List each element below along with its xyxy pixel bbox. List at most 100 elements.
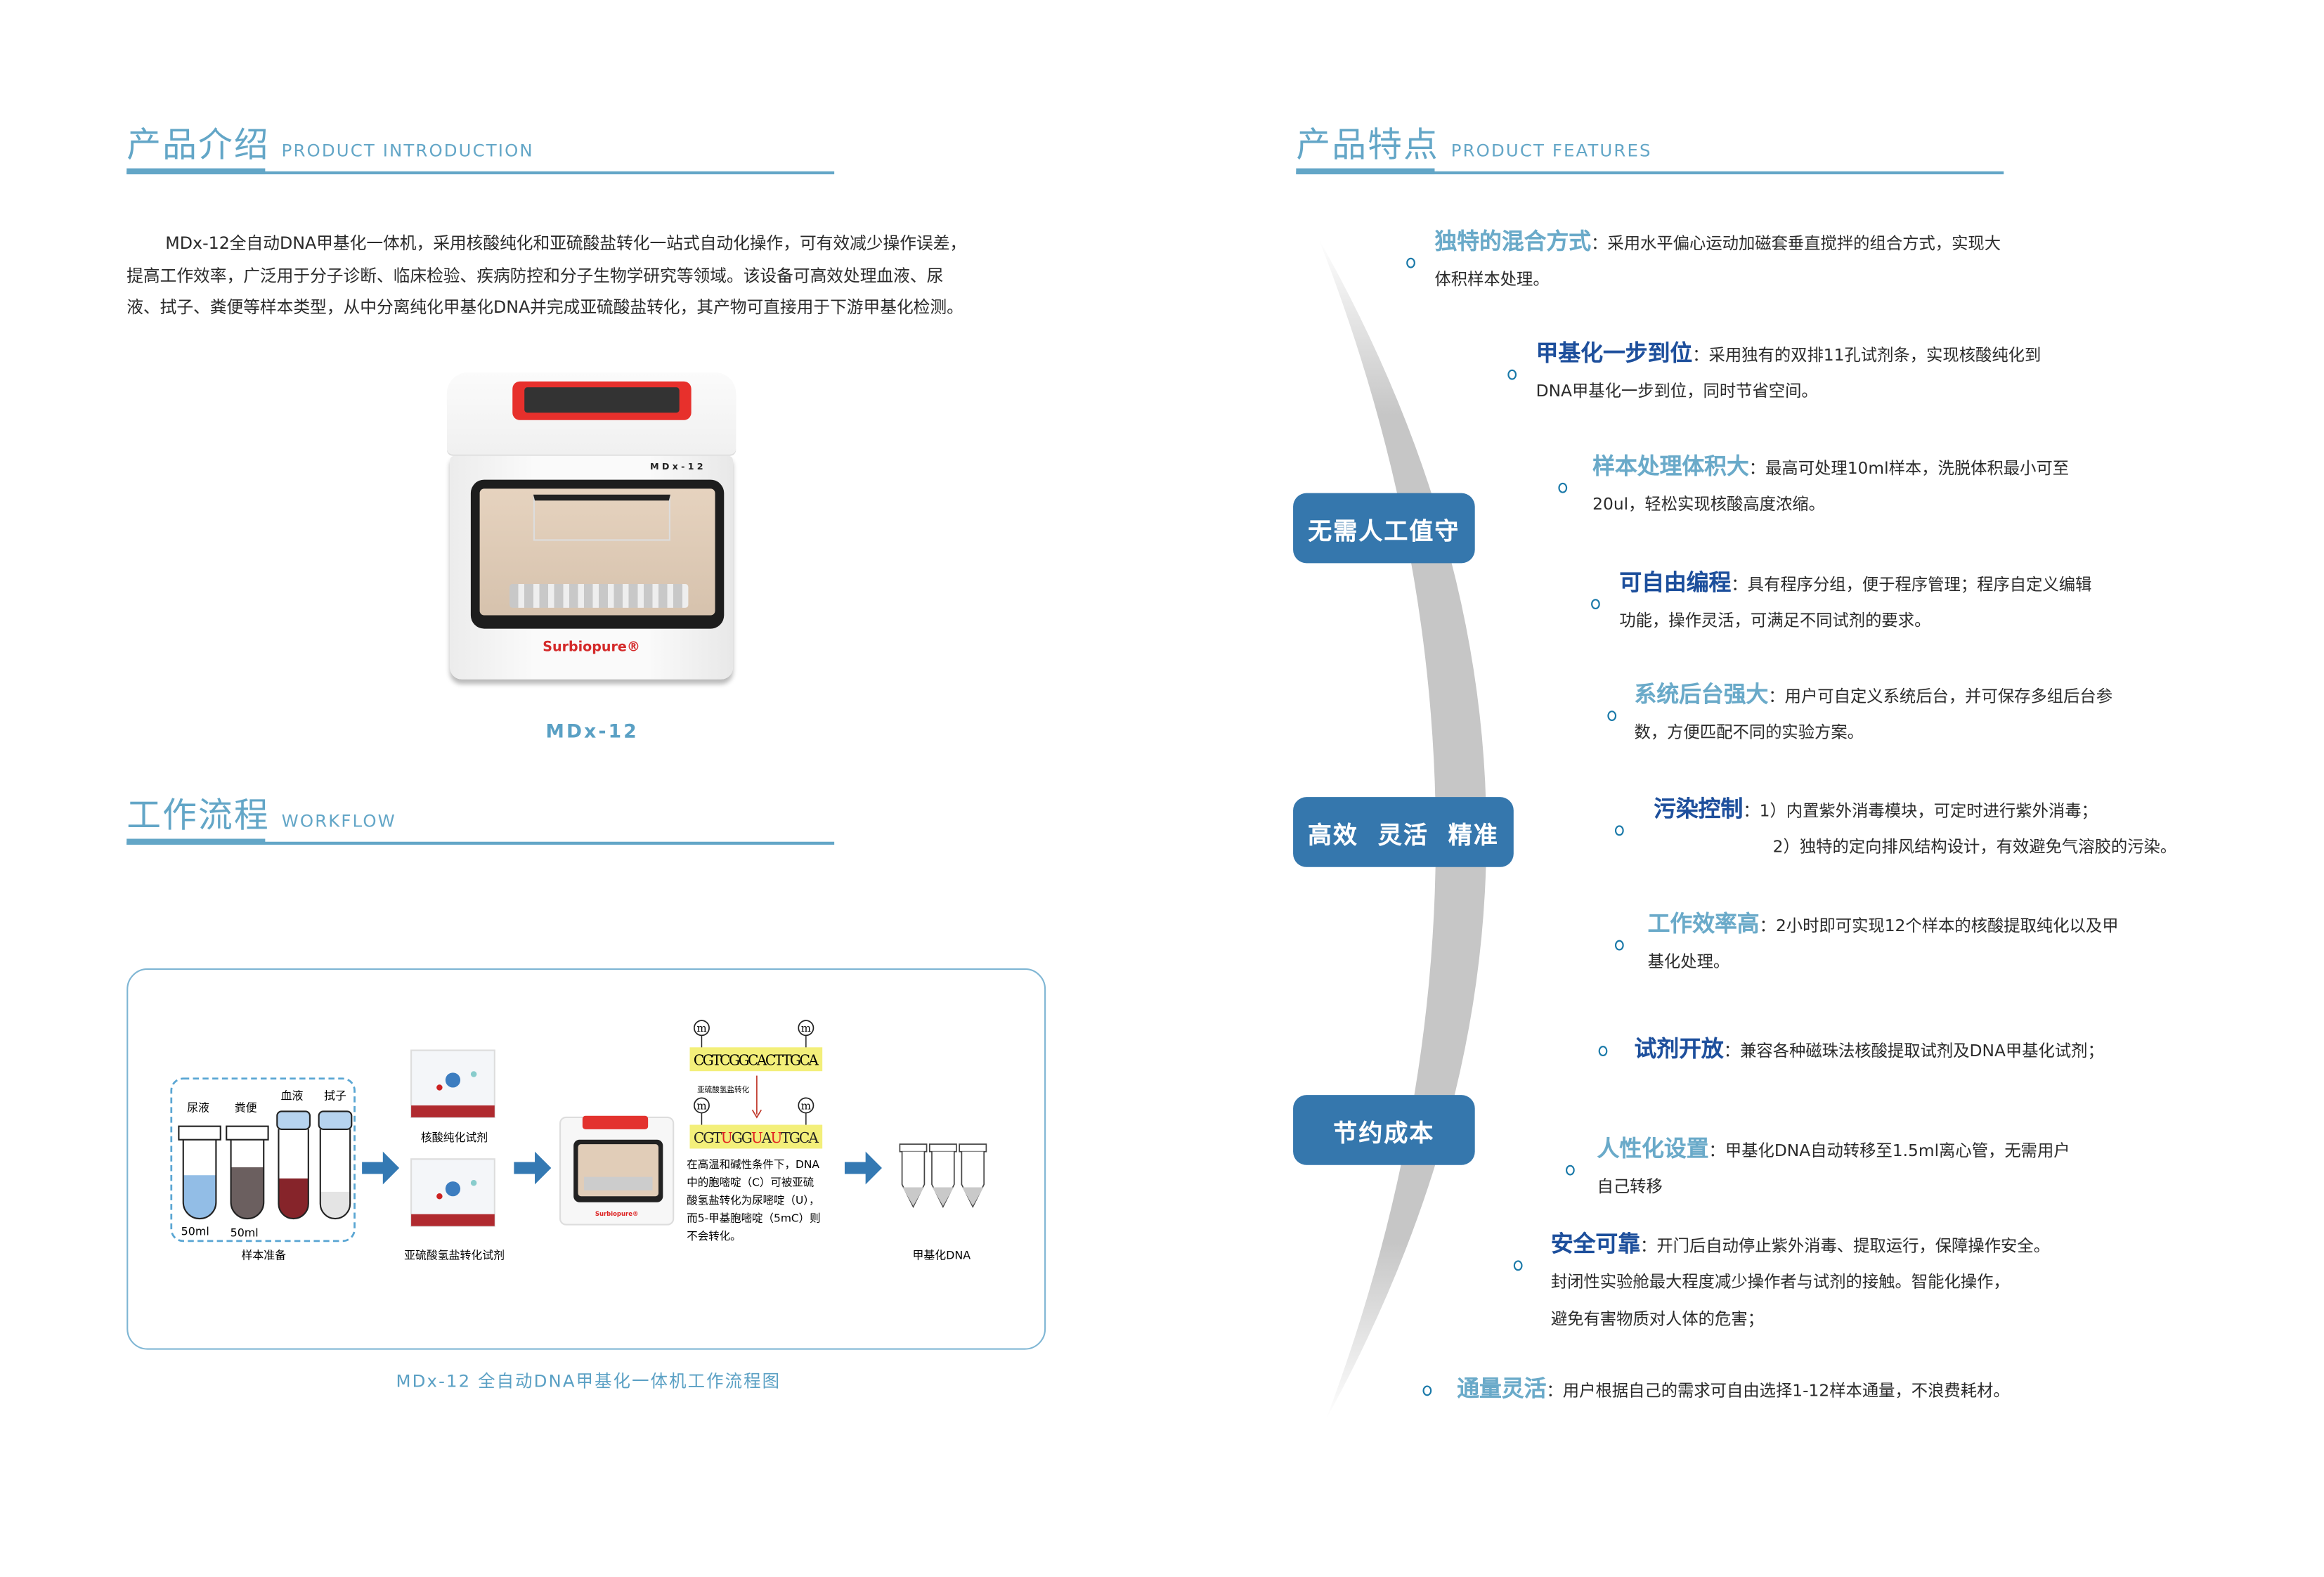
feature-title: 污染控制 — [1654, 796, 1744, 823]
feature-title: 甲基化一步到位 — [1536, 339, 1693, 367]
feature-item: 人性化设置：甲基化DNA自动转移至1.5ml离心管，无需用户自己转移 — [1597, 1131, 2070, 1205]
workflow-divider — [126, 841, 835, 845]
intro-divider — [126, 171, 835, 175]
features-title-cn: 产品特点 — [1296, 126, 1439, 166]
workflow-title-en: WORKFLOW — [281, 810, 396, 831]
feature-item: 试剂开放：兼容各种磁珠法核酸提取试剂及DNA甲基化试剂； — [1635, 1031, 2104, 1068]
feature-description: ：采用独有的双排11孔试剂条，实现核酸纯化到 — [1692, 345, 2041, 365]
feature-title: 系统后台强大 — [1634, 680, 1769, 708]
reagent-kit-bisulfite — [410, 1158, 495, 1227]
feature-description-line: 数，方便匹配不同的实验方案。 — [1634, 722, 1864, 742]
reagent-bottom-label: 亚硫酸氢盐转化试剂 — [404, 1248, 505, 1261]
feature-title: 试剂开放 — [1634, 1035, 1724, 1063]
sample-label-stool: 粪便 — [235, 1101, 257, 1114]
intro-header: 产品介绍 PRODUCT INTRODUCTION — [126, 116, 534, 167]
feature-description-line: 功能，操作灵活，可满足不同试剂的要求。 — [1619, 611, 1931, 630]
sample-label-blood: 血液 — [281, 1089, 304, 1102]
pill-efficient-flexible-precise: 高效 灵活 精准 — [1293, 797, 1514, 867]
workflow-title-cn: 工作流程 — [126, 797, 270, 836]
sequence-after: CGTUGGUAUTGCA — [694, 1129, 819, 1146]
sample-label-urine: 尿液 — [187, 1101, 209, 1114]
description-line: 不会转化。 — [687, 1230, 741, 1242]
feature-item: 通量灵活：用户根据自己的需求可自由选择1-12样本通量，不浪费耗材。 — [1457, 1370, 2009, 1408]
device-reagent-rack — [509, 584, 689, 608]
flow-arrow-icon — [844, 1151, 882, 1185]
features-title-en: PRODUCT FEATURES — [1450, 140, 1652, 161]
instrument-icon: Surbiopure® — [559, 1115, 675, 1226]
methyl-mark: m — [801, 1100, 811, 1112]
pill-cost-saving: 节约成本 — [1293, 1095, 1475, 1165]
feature-description-line: 基化处理。 — [1647, 952, 1730, 972]
sample-tube — [318, 1110, 353, 1220]
feature-bullet-icon — [1558, 482, 1568, 493]
sample-tube — [178, 1125, 221, 1220]
intro-divider-accent — [126, 168, 266, 175]
intro-paragraph-line: 液、拭子、粪便等样本类型，从中分离纯化甲基化DNA并完成亚硫酸盐转化，其产物可直… — [126, 297, 963, 318]
feature-bullet-icon — [1406, 257, 1415, 268]
brand-logo: Surbiopure® — [543, 640, 640, 656]
device-image: MDx-12 Surbiopure® — [435, 372, 748, 688]
feature-bullet-icon — [1566, 1164, 1575, 1176]
flow-arrow-icon — [362, 1151, 400, 1185]
description-line: 酸氢盐转化为尿嘧啶（U）， — [687, 1194, 819, 1207]
features-divider — [1296, 171, 2004, 175]
feature-bullet-icon — [1422, 1385, 1432, 1396]
feature-title: 可自由编程 — [1619, 569, 1732, 596]
output-tube — [928, 1143, 957, 1209]
feature-item: 甲基化一步到位：采用独有的双排11孔试剂条，实现核酸纯化到 DNA甲基化一步到位，… — [1536, 335, 2041, 410]
sample-tube — [226, 1125, 269, 1220]
sequence-after-box — [689, 1124, 823, 1149]
output-tube — [959, 1143, 987, 1209]
conversion-description: 在高温和碱性条件下，DNA中的胞嘧啶（C）可被亚硫酸氢盐转化为尿嘧啶（U），而5… — [687, 1158, 820, 1242]
feature-description: ：最高可处理10ml样本，洗脱体积最小可至 — [1748, 458, 2070, 479]
feature-description-line: 2）独特的定向排风结构设计，有效避免气溶胶的污染。 — [1772, 837, 2177, 857]
feature-description-line: 20ul，轻松实现核酸高度浓缩。 — [1592, 494, 1825, 514]
feature-description-line: 避免有害物质对人体的危害； — [1550, 1309, 1764, 1329]
sample-group-box — [170, 1077, 356, 1242]
feature-description: ：开门后自动停止紫外消毒、提取运行，保障操作安全。 — [1640, 1236, 2051, 1257]
feature-description: ：用户根据自己的需求可自由选择1-12样本通量，不浪费耗材。 — [1546, 1381, 2010, 1401]
feature-title: 工作效率高 — [1647, 910, 1760, 937]
feature-bullet-icon — [1607, 710, 1617, 722]
methyl-mark: m — [801, 1023, 811, 1034]
feature-description: ：用户可自定义系统后台，并可保存多组后台参 — [1768, 687, 2113, 706]
feature-bullet-icon — [1507, 369, 1517, 380]
output-tubes — [899, 1143, 987, 1209]
intro-title-cn: 产品介绍 — [126, 126, 270, 166]
feature-description: ：兼容各种磁珠法核酸提取试剂及DNA甲基化试剂； — [1723, 1041, 2104, 1061]
sample-tube — [276, 1110, 311, 1220]
sample-prep-caption: 样本准备 — [241, 1248, 286, 1261]
features-header: 产品特点 PRODUCT FEATURES — [1296, 116, 1651, 167]
feature-description: ：2小时即可实现12个样本的核酸提取纯化以及甲 — [1759, 916, 2119, 936]
intro-paragraph: MDx-12全自动DNA甲基化一体机，采用核酸纯化和亚硫酸盐转化一站式自动化操作… — [126, 228, 1058, 324]
feature-description-line: 自己转移 — [1597, 1176, 1663, 1197]
feature-title: 人性化设置 — [1597, 1135, 1709, 1162]
feature-description-line: 体积样本处理。 — [1434, 269, 1550, 290]
feature-description-line: DNA甲基化一步到位，同时节省空间。 — [1536, 381, 1818, 401]
feature-bullet-icon — [1614, 940, 1624, 951]
conversion-label: 亚硫酸氢盐转化 — [697, 1085, 749, 1094]
feature-item: 安全可靠：开门后自动停止紫外消毒、提取运行，保障操作安全。封闭性实验舱最大程度减… — [1551, 1226, 2050, 1338]
methyl-mark: m — [696, 1100, 706, 1112]
description-line: 中的胞嘧啶（C）可被亚硫 — [687, 1176, 814, 1188]
feature-item: 可自由编程：具有程序分组，便于程序管理；程序自定义编辑功能，操作灵活，可满足不同… — [1619, 564, 2091, 639]
methyl-mark: m — [696, 1023, 706, 1034]
feature-title: 安全可靠 — [1550, 1231, 1641, 1258]
output-caption: 甲基化DNA — [912, 1248, 971, 1261]
feature-description: ：采用水平偏心运动加磁套垂直搅拌的组合方式，实现大 — [1591, 233, 2001, 254]
feature-bullet-icon — [1591, 599, 1600, 610]
intro-paragraph-line: MDx-12全自动DNA甲基化一体机，采用核酸纯化和亚硫酸盐转化一站式自动化操作… — [165, 233, 967, 254]
volume-label: 50ml — [181, 1224, 209, 1238]
intro-paragraph-line: 提高工作效率，广泛用于分子诊断、临床检验、疾病防控和分子生物学研究等领域。该设备… — [126, 266, 944, 285]
instrument-logo: Surbiopure® — [595, 1210, 639, 1217]
feature-title: 通量灵活 — [1457, 1375, 1547, 1402]
flow-arrows — [362, 1151, 882, 1185]
reagent-top-label: 核酸纯化试剂 — [421, 1131, 488, 1144]
device-magnetic-rod-head — [533, 494, 670, 541]
feature-item: 系统后台强大：用户可自定义系统后台，并可保存多组后台参数，方便匹配不同的实验方案… — [1635, 676, 2113, 751]
workflow-header: 工作流程 WORKFLOW — [126, 786, 396, 837]
feature-bullet-icon — [1598, 1046, 1608, 1057]
